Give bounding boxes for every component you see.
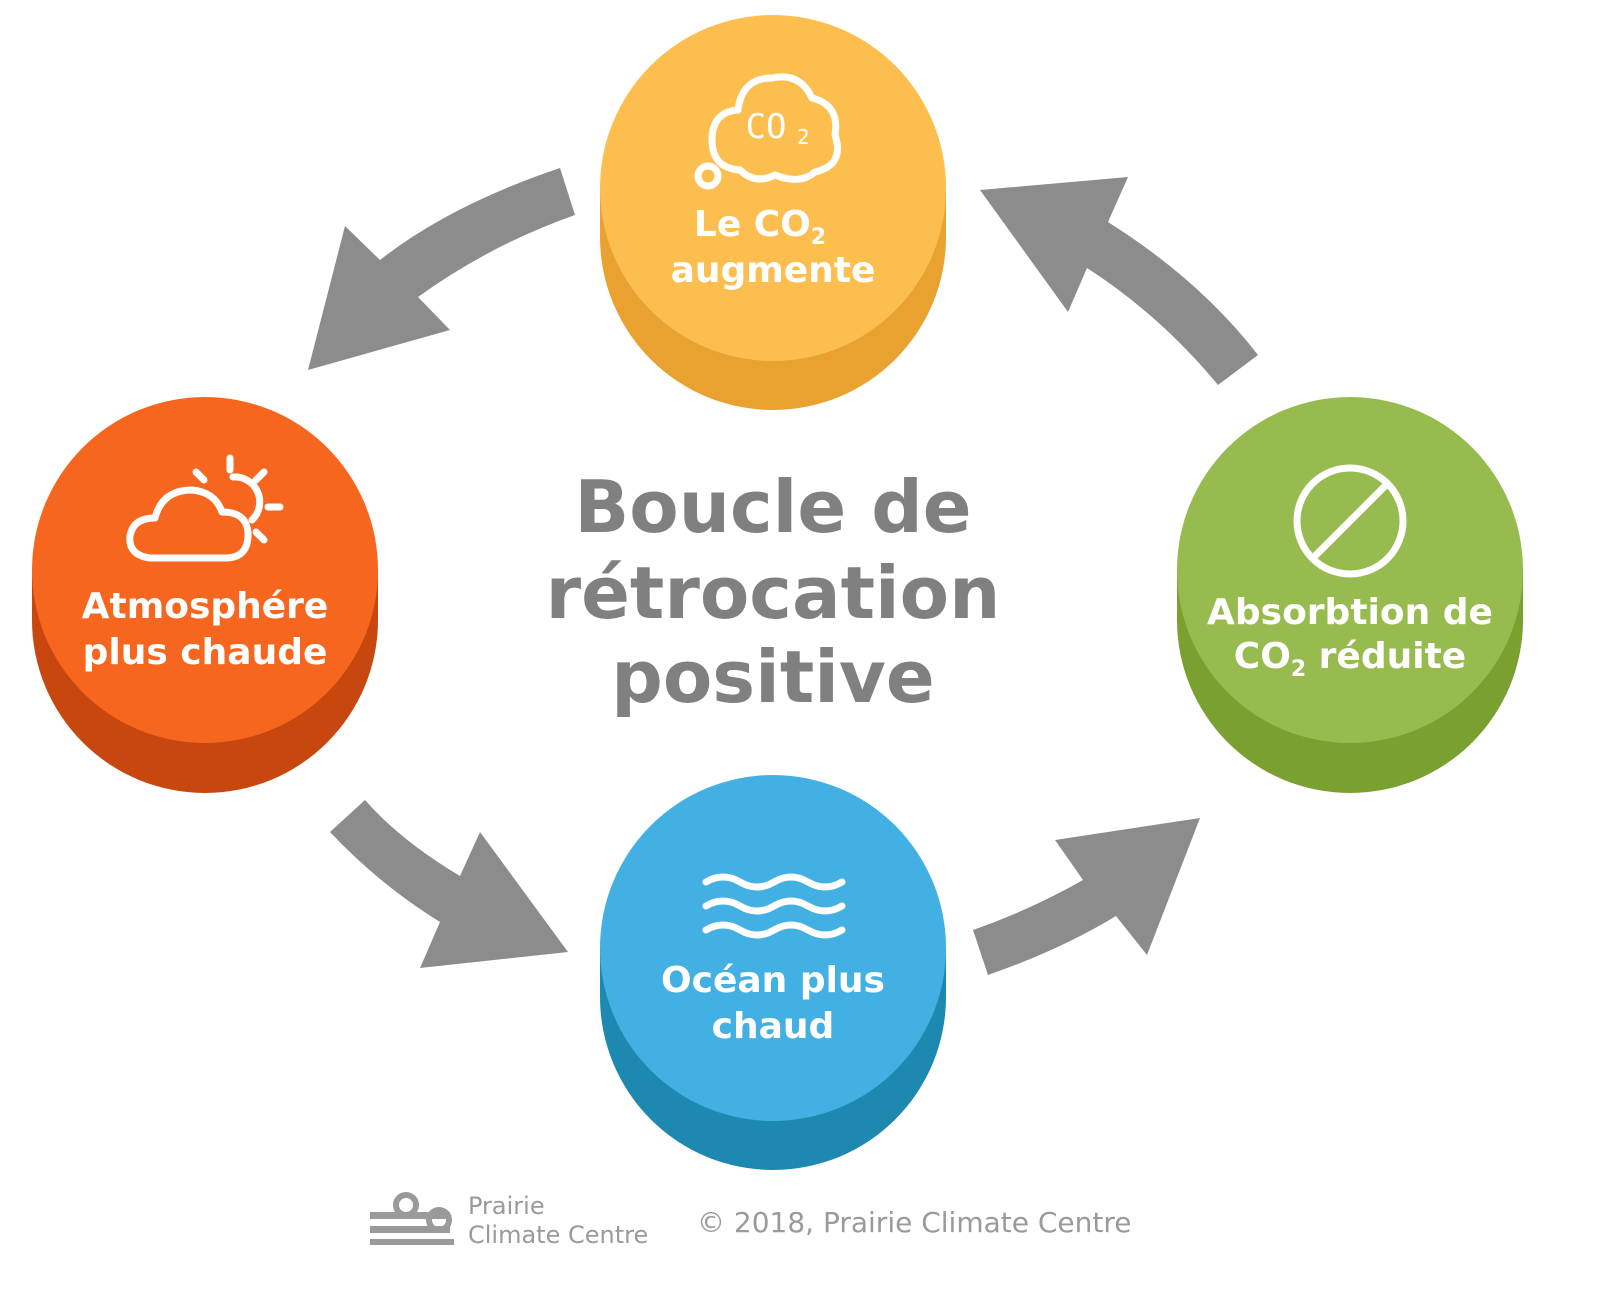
title-line2: rétrocation: [546, 551, 1001, 635]
node-warmer-ocean: Océan plus chaud: [600, 775, 946, 1170]
logo-text-line2: Climate Centre: [468, 1221, 648, 1249]
node-label-line2: plus chaude: [83, 632, 328, 673]
node-label-line1: Absorbtion de: [1207, 592, 1493, 633]
logo-text-line1: Prairie: [468, 1192, 545, 1220]
node-label-line2: chaud: [712, 1006, 835, 1047]
node-label-line2: CO2 réduite: [1234, 636, 1466, 682]
copyright-text: © 2018, Prairie Climate Centre: [697, 1206, 1132, 1239]
arrow-ocean-to-absorption: [973, 818, 1200, 975]
node-reduced-co2-absorption: Absorbtion de CO2 réduite: [1177, 397, 1523, 793]
arrow-co2-to-atmosphere: [308, 168, 575, 370]
node-label-line1: Océan plus: [661, 960, 885, 1001]
arrow-atmosphere-to-ocean: [330, 800, 568, 968]
node-label-line1: Atmosphére: [82, 586, 329, 627]
title-line1: Boucle de: [574, 465, 971, 549]
node-co2-increases: CO 2 Le CO2 augmente: [600, 15, 946, 410]
co2-cloud-icon: CO 2: [694, 73, 841, 190]
node-warmer-atmosphere: Atmosphére plus chaude: [32, 397, 378, 793]
node-label-line1: Le CO2: [694, 204, 826, 250]
svg-text:2: 2: [797, 125, 810, 149]
prohibited-icon: [1293, 464, 1407, 578]
svg-text:CO: CO: [746, 107, 787, 147]
node-label-line2: augmente: [671, 250, 876, 291]
arrow-absorption-to-co2: [980, 177, 1258, 385]
prairie-climate-centre-logo: Prairie Climate Centre: [370, 1192, 648, 1249]
cloud-sun-icon: [126, 454, 284, 562]
title-line3: positive: [611, 635, 934, 719]
waves-icon: [702, 873, 846, 939]
